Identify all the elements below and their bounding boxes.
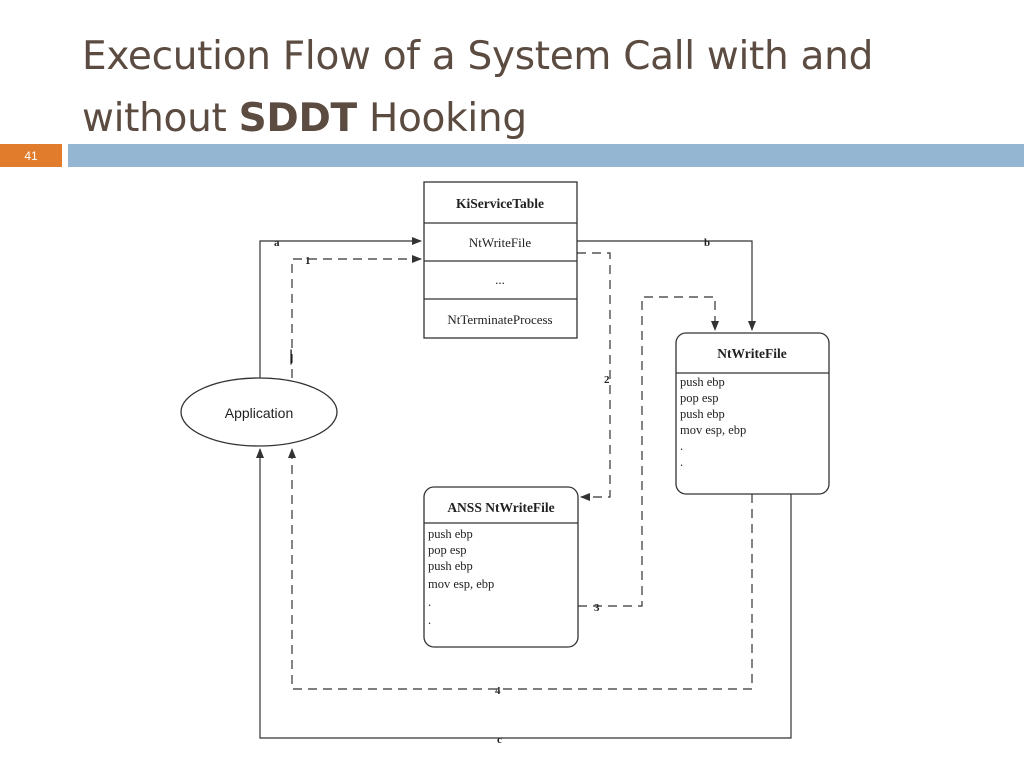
hook-ntwritefile-box: ANSS NtWriteFile push ebp pop esp push e… (423, 486, 579, 648)
edge-step-1 (291, 255, 422, 378)
code-line: . (680, 439, 683, 453)
code-line: push ebp (428, 559, 473, 573)
edge-step-4 (288, 448, 753, 690)
service-table-frame (423, 181, 578, 339)
code-line: pop esp (680, 391, 719, 405)
original-ntwritefile-header: NtWriteFile (717, 346, 786, 361)
edge-step-3 (578, 296, 719, 607)
edge-label-4: 4 (495, 685, 501, 697)
code-line: . (428, 595, 431, 609)
code-line: . (680, 455, 683, 469)
service-table-row-ntterminateprocess: NtTerminateProcess (447, 312, 552, 327)
application-node: Application (180, 377, 338, 447)
code-line: push ebp (680, 407, 725, 421)
edge-label-b: b (704, 237, 710, 249)
edge-b (577, 240, 756, 331)
code-line: pop esp (428, 543, 467, 557)
stray-mark: | (289, 348, 293, 365)
original-ntwritefile-box: NtWriteFile push ebp pop esp push ebp mo… (675, 332, 830, 495)
service-table-row-ntwritefile: NtWriteFile (469, 235, 532, 250)
code-line: push ebp (680, 375, 725, 389)
title-underline-bar (68, 144, 1024, 167)
application-label: Application (225, 405, 294, 421)
edge-label-1: 1 (305, 255, 311, 267)
code-line: mov esp, ebp (428, 577, 494, 591)
title-text-1: Execution Flow of a System Call with and… (82, 34, 874, 141)
code-line: mov esp, ebp (680, 423, 746, 437)
service-table: KiServiceTable NtWriteFile ... NtTermina… (423, 181, 578, 339)
service-table-header: KiServiceTable (456, 196, 544, 211)
title-text-bold: SDDT (238, 96, 358, 141)
code-line: . (428, 613, 431, 627)
edge-c (256, 448, 792, 739)
edge-label-c: c (497, 734, 502, 746)
edge-a (259, 237, 422, 378)
title-text-2: Hooking (356, 96, 527, 141)
edge-step-2 (577, 252, 611, 501)
slide-title: Execution Flow of a System Call with and… (82, 26, 1002, 150)
edge-label-3: 3 (594, 602, 600, 614)
hook-ntwritefile-header: ANSS NtWriteFile (447, 500, 554, 515)
code-line: push ebp (428, 527, 473, 541)
service-table-row-ellipsis: ... (495, 272, 505, 287)
edge-label-2: 2 (604, 374, 610, 386)
edge-label-a: a (274, 237, 280, 249)
slide-number: 41 (0, 144, 62, 167)
